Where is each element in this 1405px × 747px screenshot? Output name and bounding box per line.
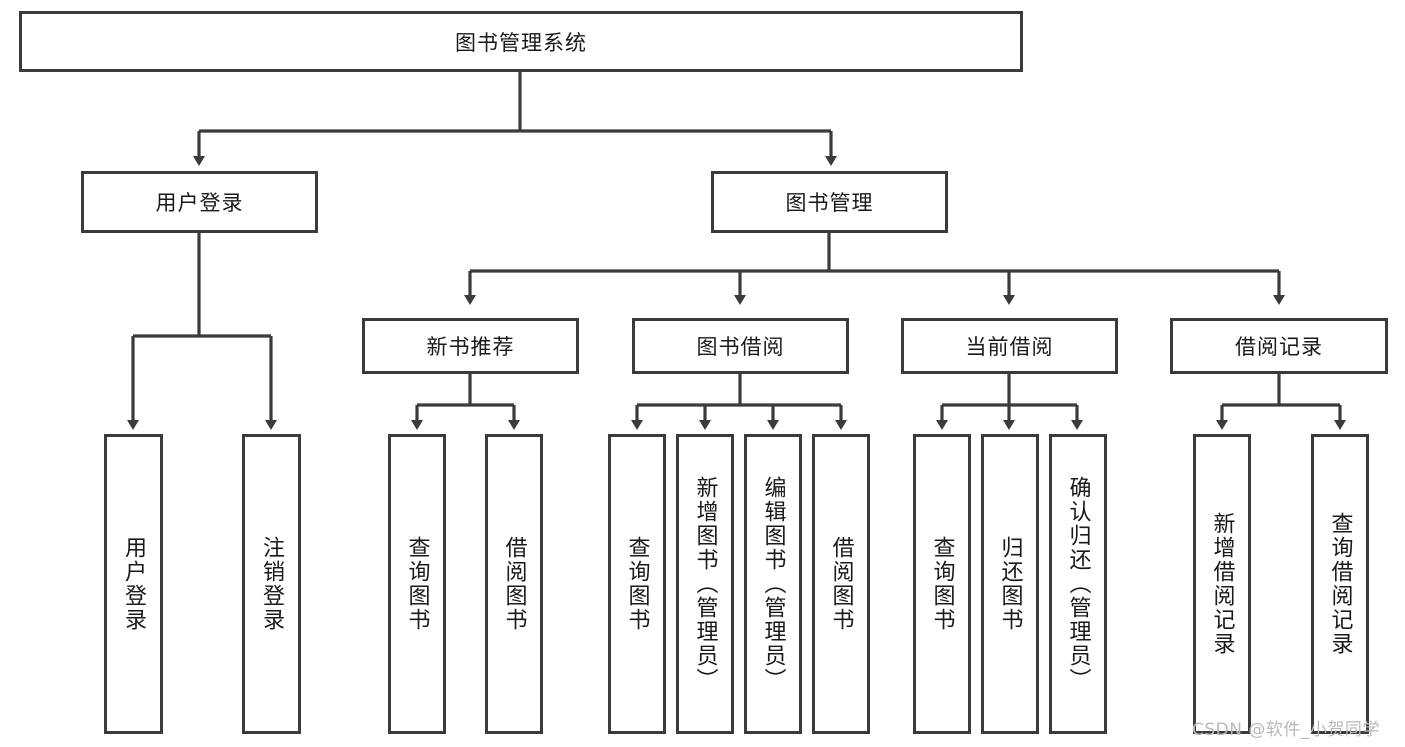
node-leaf-query-book-3[interactable]: 查询图书 xyxy=(913,434,971,734)
node-leaf-borrow-book-1-label: 借阅图书 xyxy=(501,536,527,632)
node-leaf-query-book-1-label: 查询图书 xyxy=(404,536,430,632)
node-leaf-borrow-book-1[interactable]: 借阅图书 xyxy=(485,434,543,734)
node-leaf-edit-book[interactable]: 编辑图书（管理员） xyxy=(744,434,802,734)
node-leaf-query-record-label: 查询借阅记录 xyxy=(1327,512,1353,656)
csdn-watermark: CSDN @软件_小贺同学 xyxy=(1192,720,1380,740)
node-leaf-logout[interactable]: 注销登录 xyxy=(242,434,301,734)
node-book-manage[interactable]: 图书管理 xyxy=(711,171,948,233)
node-leaf-query-book-1[interactable]: 查询图书 xyxy=(388,434,446,734)
node-leaf-query-book-2[interactable]: 查询图书 xyxy=(608,434,666,734)
node-leaf-add-book[interactable]: 新增图书（管理员） xyxy=(676,434,734,734)
node-leaf-add-book-label: 新增图书（管理员） xyxy=(692,476,718,692)
node-new-book-recommend-label: 新书推荐 xyxy=(426,335,515,359)
node-book-borrow[interactable]: 图书借阅 xyxy=(632,318,849,374)
node-leaf-borrow-book-2[interactable]: 借阅图书 xyxy=(812,434,870,734)
node-leaf-edit-book-label: 编辑图书（管理员） xyxy=(760,476,786,692)
node-leaf-user-login[interactable]: 用户登录 xyxy=(104,434,163,734)
node-leaf-query-record[interactable]: 查询借阅记录 xyxy=(1311,434,1369,734)
node-leaf-query-book-3-label: 查询图书 xyxy=(929,536,955,632)
node-borrow-record-label: 借阅记录 xyxy=(1235,335,1323,359)
node-new-book-recommend[interactable]: 新书推荐 xyxy=(362,318,579,374)
node-book-borrow-label: 图书借阅 xyxy=(696,335,785,359)
node-user-login[interactable]: 用户登录 xyxy=(81,171,318,233)
node-leaf-confirm-return-label: 确认归还（管理员） xyxy=(1065,476,1091,692)
node-current-borrow-label: 当前借阅 xyxy=(965,335,1054,359)
node-book-manage-label: 图书管理 xyxy=(785,191,874,215)
node-user-login-label: 用户登录 xyxy=(155,191,244,215)
node-root[interactable]: 图书管理系统 xyxy=(19,11,1023,72)
node-leaf-confirm-return[interactable]: 确认归还（管理员） xyxy=(1049,434,1107,734)
node-leaf-query-book-2-label: 查询图书 xyxy=(624,536,650,632)
node-root-label: 图书管理系统 xyxy=(455,30,587,55)
node-leaf-add-record-label: 新增借阅记录 xyxy=(1209,512,1235,656)
node-current-borrow[interactable]: 当前借阅 xyxy=(901,318,1118,374)
node-borrow-record[interactable]: 借阅记录 xyxy=(1170,318,1388,374)
node-leaf-user-login-label: 用户登录 xyxy=(121,536,147,632)
node-leaf-add-record[interactable]: 新增借阅记录 xyxy=(1193,434,1251,734)
node-leaf-return-book-label: 归还图书 xyxy=(997,536,1023,632)
node-leaf-borrow-book-2-label: 借阅图书 xyxy=(828,536,854,632)
node-leaf-return-book[interactable]: 归还图书 xyxy=(981,434,1039,734)
node-leaf-logout-label: 注销登录 xyxy=(259,536,285,632)
